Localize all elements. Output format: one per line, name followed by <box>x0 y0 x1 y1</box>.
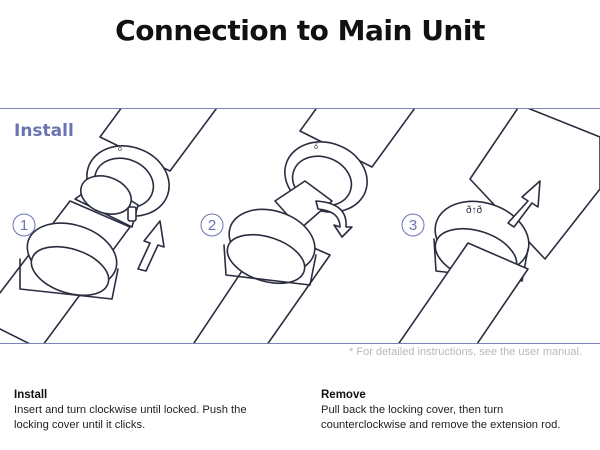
locking-cover-1 <box>19 222 119 300</box>
illustration-panel: ő ő <box>0 108 600 344</box>
install-text: Insert and turn clockwise until locked. … <box>14 404 247 431</box>
svg-text:ő: ő <box>118 146 122 153</box>
install-label: Install <box>14 121 74 141</box>
remove-instructions: Remove Pull back the locking cover, then… <box>321 388 591 433</box>
step-3-badge: 3 <box>401 213 425 237</box>
pull-arrow-icon <box>507 180 541 228</box>
remove-heading: Remove <box>321 389 366 401</box>
step-3-number: 3 <box>409 217 417 234</box>
footnote: * For detailed instructions, see the use… <box>349 346 582 358</box>
remove-text: Pull back the locking cover, then turn c… <box>321 404 561 431</box>
step-2-badge: 2 <box>200 213 224 237</box>
step-1-number: 1 <box>20 217 28 234</box>
step-2-number: 2 <box>208 217 216 234</box>
svg-text:ő: ő <box>314 144 318 151</box>
push-arrow-icon <box>137 220 165 272</box>
rotate-arrow-icon <box>315 200 353 238</box>
locking-cover-2 <box>223 208 317 286</box>
step-1-badge: 1 <box>12 213 36 237</box>
install-heading: Install <box>14 389 48 401</box>
install-instructions: Install Insert and turn clockwise until … <box>14 388 284 433</box>
connection-diagram: ő ő <box>0 109 600 343</box>
main-unit-tube-3 <box>469 109 600 260</box>
svg-text:ð↑ð: ð↑ð <box>466 204 483 216</box>
page-title: Connection to Main Unit <box>115 14 485 47</box>
extension-rod-3 <box>398 242 529 343</box>
